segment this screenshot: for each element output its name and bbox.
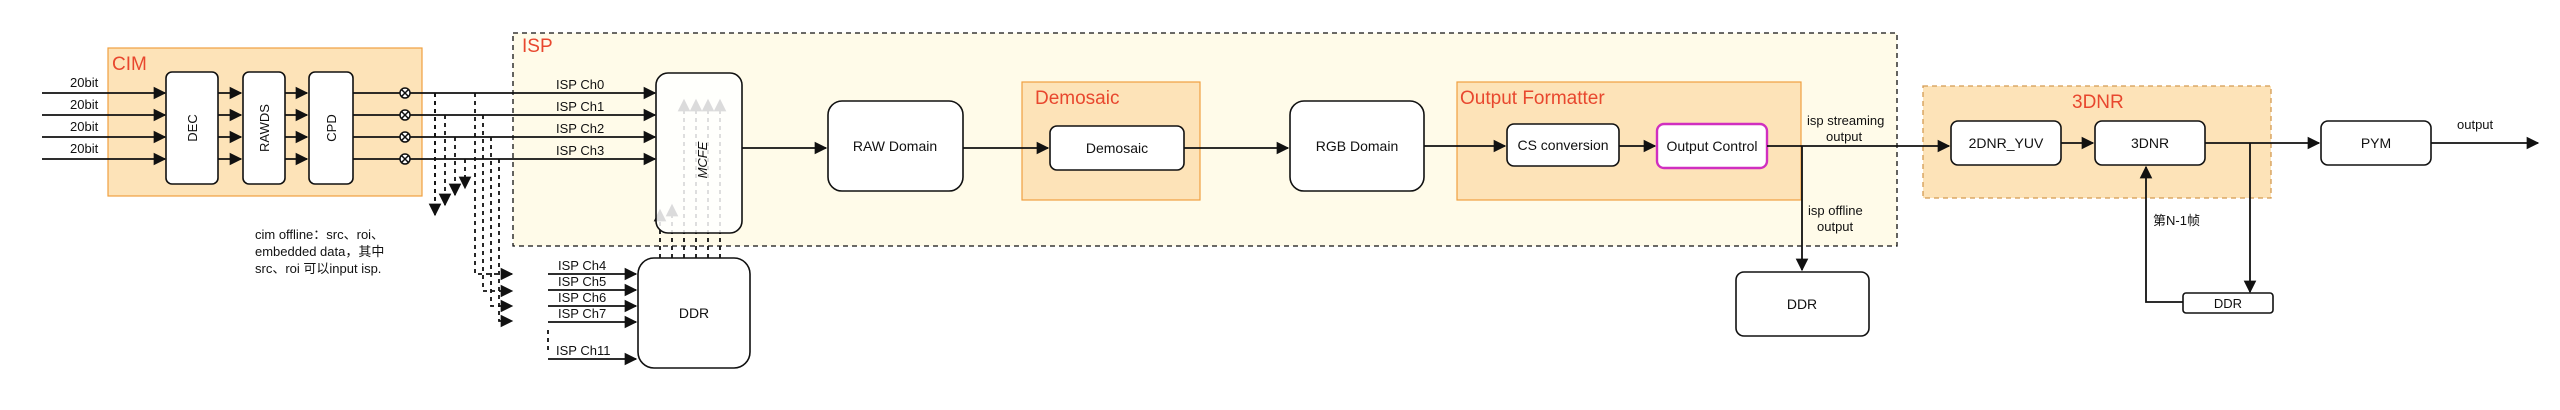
raw-domain-label: RAW Domain	[853, 138, 937, 154]
dec-label: DEC	[185, 114, 200, 141]
ddr-3dnr-block	[2182, 292, 2274, 314]
isp-offline-label: isp offline	[1808, 203, 1863, 218]
rawds-block	[242, 71, 286, 185]
demosaic-title: Demosaic	[1035, 88, 1119, 109]
ddr-ch-arrows	[547, 267, 638, 366]
rawds-label: RAWDS	[257, 104, 272, 152]
cs-conversion-label: CS conversion	[1517, 137, 1608, 153]
isp-ch-label: ISP Ch2	[556, 121, 604, 136]
sensor-inputs: 20bit 20bit 20bit 20bit	[42, 75, 167, 166]
ddr-ch-label: ISP Ch4	[558, 258, 606, 273]
dnr2-yuv-label: 2DNR_YUV	[1969, 135, 2044, 151]
ddr-ch-label: ISP Ch7	[558, 306, 606, 321]
ddr-to-dnr3-arrow	[2139, 165, 2183, 303]
cim-offline-dashed-paths	[428, 93, 514, 328]
isp-ch-label: ISP Ch1	[556, 99, 604, 114]
cross-marker-icons	[399, 87, 411, 165]
input-label: 20bit	[70, 97, 99, 112]
demosaic-label: Demosaic	[1086, 140, 1148, 156]
dnr3-label: 3DNR	[2131, 135, 2169, 151]
dnr3-title: 3DNR	[2072, 92, 2124, 113]
ddr-offline-block	[1735, 271, 1870, 337]
rgb-domain-label: RGB Domain	[1316, 138, 1398, 154]
ddr-block	[637, 257, 751, 369]
ddr-ch-label: ISP Ch5	[558, 274, 606, 289]
frame-n1-label: 第N-1帧	[2153, 213, 2200, 228]
isp-offline-label: output	[1817, 219, 1854, 234]
cs-conversion-block	[1506, 123, 1620, 167]
output-label: output	[2457, 117, 2494, 132]
isp-title: ISP	[522, 36, 553, 57]
cpd-block	[308, 71, 354, 185]
mcfe-block	[655, 72, 743, 234]
ddr-ch-label: ISP Ch11	[556, 343, 610, 358]
cim-internal-arrows	[218, 86, 309, 166]
input-label: 20bit	[70, 119, 99, 134]
ddr-label: DDR	[679, 305, 709, 321]
cpd-label: CPD	[324, 114, 339, 141]
isp-ch-label: ISP Ch3	[556, 143, 604, 158]
ddr-3dnr-label: DDR	[2214, 296, 2242, 311]
svg-text:embedded data，其中: embedded data，其中	[255, 244, 384, 259]
mcfe-label: MCFE	[695, 141, 710, 178]
raw-domain-block	[827, 100, 964, 192]
output-formatter-title: Output Formatter	[1460, 88, 1605, 109]
ddr-offline-label: DDR	[1787, 296, 1817, 312]
isp-ch-label: ISP Ch0	[556, 77, 604, 92]
isp-streaming-label: isp streaming	[1807, 113, 1884, 128]
input-label: 20bit	[70, 141, 99, 156]
input-label: 20bit	[70, 75, 99, 90]
pym-label: PYM	[2361, 135, 2391, 151]
svg-text:src、roi 可以input isp.: src、roi 可以input isp.	[255, 261, 381, 276]
output-control-label: Output Control	[1666, 138, 1757, 154]
cim-offline-note: cim offline：src、roi、 embedded data，其中 sr…	[255, 227, 384, 276]
isp-streaming-label: output	[1826, 129, 1863, 144]
cim-title: CIM	[112, 54, 147, 75]
dec-block	[165, 71, 219, 185]
svg-text:cim offline：src、roi、: cim offline：src、roi、	[255, 227, 384, 242]
ddr-ch-label: ISP Ch6	[558, 290, 606, 305]
